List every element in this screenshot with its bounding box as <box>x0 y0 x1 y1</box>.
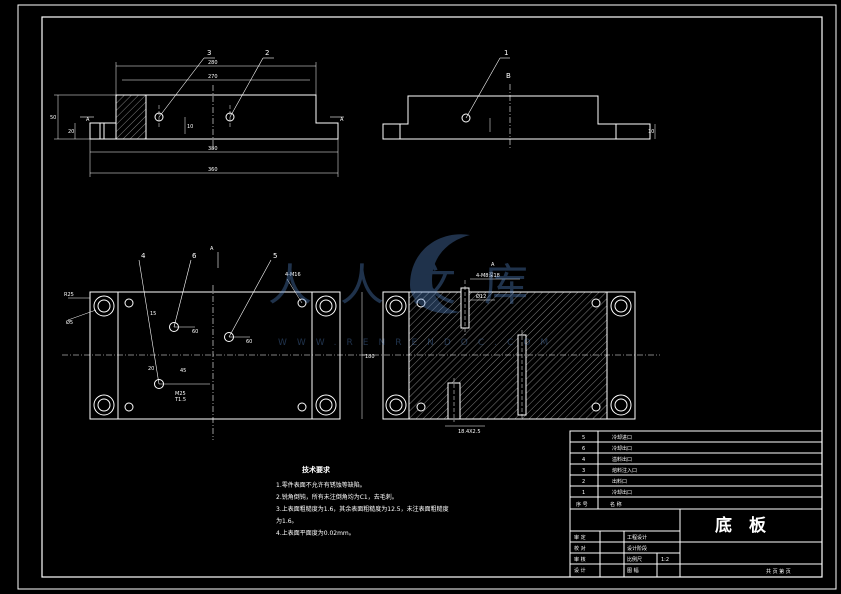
notes-line-3: 3.上表面粗糙度为1.6，其余表面粗糙度为12.5，未注表面粗糙度 <box>276 505 449 513</box>
notes-title: 技术要求 <box>302 465 331 474</box>
callout-2: 2 <box>265 49 269 57</box>
bom-name-1: 冷却进口 <box>612 434 632 441</box>
bom-no-2: 6 <box>582 446 585 452</box>
bom-no-5: 2 <box>582 479 585 485</box>
bom-table <box>569 430 823 510</box>
section-dim-top: 4-M8深18 <box>476 272 500 279</box>
plan-dim-m25: M25 <box>175 391 186 397</box>
plan-dim-dia: Ø5 <box>66 319 73 326</box>
inner-frame <box>41 16 823 578</box>
section-dim-mid: Ø12 <box>476 293 486 300</box>
plan-dim-60a: 60 <box>192 329 198 335</box>
dim-h-total: 50 <box>50 115 56 121</box>
section-title: A <box>491 262 495 268</box>
plan-dim-20: 20 <box>148 366 154 372</box>
dim-h-10: 10 <box>187 124 193 130</box>
bom-no-3: 4 <box>582 457 585 463</box>
callout-1: 1 <box>504 49 508 57</box>
watermark-url: WWW.RENRENDOC.COM <box>278 338 558 348</box>
bom-header-no: 序 号 <box>576 501 588 508</box>
tb-label-2: 校 对 <box>574 545 586 552</box>
notes-line-2: 2.锐角倒钝，所有未注倒角均为C1，去毛刺。 <box>276 493 398 501</box>
part-name: 底 板 <box>715 515 767 536</box>
bom-name-6: 冷却出口 <box>612 489 632 496</box>
outer-frame <box>17 4 837 590</box>
bom-no-6: 1 <box>582 490 585 496</box>
tb-label-1: 审 定 <box>574 534 586 541</box>
dim-380: 380 <box>208 146 218 152</box>
tb-label-3: 审 核 <box>574 556 586 563</box>
section-mark-a-right: A <box>340 117 344 123</box>
bom-no-4: 3 <box>582 468 585 474</box>
notes-line-4: 为1.6。 <box>276 517 298 525</box>
tb-sheet-info: 共 页 第 页 <box>766 568 791 575</box>
plan-dim-180: 180 <box>365 354 375 360</box>
front-view <box>54 57 344 177</box>
section-mark-a-left: A <box>86 117 90 123</box>
callout-6: 6 <box>192 252 197 260</box>
callout-4: 4 <box>141 252 146 260</box>
side-view <box>382 57 656 150</box>
plan-dim-60b: 60 <box>246 339 252 345</box>
plan-view <box>62 252 365 440</box>
notes-line-5: 4.上表面平面度为0.02mm。 <box>276 529 355 537</box>
section-view <box>362 278 660 427</box>
tb-scale: 1:2 <box>661 557 669 563</box>
watermark-logo-icon <box>410 234 470 314</box>
bom-name-5: 出料口 <box>612 478 627 485</box>
tb-value-3: 比例尺 <box>627 556 642 563</box>
section-mark-b: B <box>506 72 511 80</box>
dim-280: 280 <box>208 60 218 66</box>
plan-dim-t: T1.5 <box>174 397 186 403</box>
plan-section-mark: A <box>210 246 214 252</box>
callout-5: 5 <box>273 252 277 260</box>
bom-name-3: 溢料出口 <box>612 456 632 463</box>
notes-line-1: 1.零件表面不允许有锈蚀等缺陷。 <box>276 481 366 489</box>
bom-header-name: 名 称 <box>610 501 622 508</box>
dim-270: 270 <box>208 74 218 80</box>
bom-no-1: 5 <box>582 435 585 441</box>
plan-dim-45: 45 <box>180 368 186 374</box>
tb-value-2: 设计阶段 <box>627 545 647 552</box>
tb-value-4: 图 幅 <box>627 567 639 574</box>
watermark: 人人文库 WWW.RENRENDOC.COM <box>268 234 558 348</box>
plan-dim-15: 15 <box>150 311 156 317</box>
section-dim-bot: 18.4X2.5 <box>458 429 481 435</box>
bom-name-4: 熔料注入口 <box>612 467 637 474</box>
dim-h-20: 20 <box>68 129 74 135</box>
side-dim-h: 10 <box>648 129 654 135</box>
title-block <box>569 508 823 578</box>
tb-label-4: 设 计 <box>574 567 586 574</box>
dim-360: 360 <box>208 167 218 173</box>
bom-name-2: 冷却出口 <box>612 445 632 452</box>
callout-3: 3 <box>207 49 211 57</box>
tb-value-1: 工程设计 <box>627 534 647 541</box>
plan-dim-holes: 4-M16 <box>285 272 301 278</box>
watermark-text: 人人文库 <box>268 260 556 311</box>
plan-dim-r: R25 <box>64 292 74 298</box>
